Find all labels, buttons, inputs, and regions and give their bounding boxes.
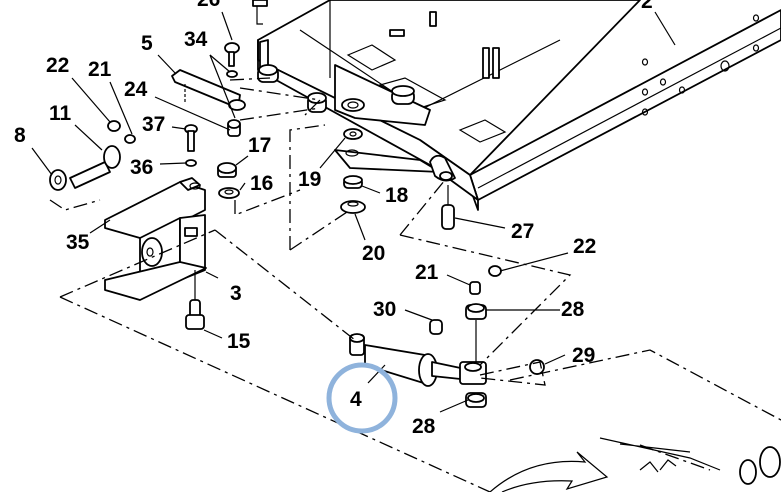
- nut-part-24: [227, 119, 241, 137]
- bushing-part-28a: [465, 303, 487, 320]
- frame-part-2: [257, 0, 781, 211]
- callout-8[interactable]: 8: [14, 124, 26, 147]
- callout-28a[interactable]: 28: [561, 298, 585, 321]
- callout-27[interactable]: 27: [511, 220, 534, 243]
- callout-3[interactable]: 3: [230, 282, 242, 305]
- pin-part-11: [69, 145, 121, 189]
- washer-part-20: [340, 200, 366, 214]
- callout-5[interactable]: 5: [141, 32, 153, 55]
- callout-26[interactable]: 26: [197, 0, 220, 11]
- callout-30[interactable]: 30: [373, 298, 396, 321]
- bolt-part-34: [224, 42, 240, 78]
- callout-4[interactable]: 4: [350, 388, 362, 411]
- mount-bushing: [257, 64, 279, 83]
- callout-2[interactable]: 2: [641, 0, 653, 13]
- pivot-plate: [334, 64, 456, 182]
- callout-36[interactable]: 36: [130, 156, 153, 179]
- callout-22[interactable]: 22: [46, 54, 69, 77]
- assembly-lines: [49, 77, 781, 492]
- callout-labels: 26 2 5 34 22 21 24 11 37 8 17 36 16 19 1…: [14, 0, 653, 438]
- callout-37[interactable]: 37: [142, 113, 165, 136]
- fitting-part-30: [429, 319, 443, 335]
- bolt-part-26: [252, 0, 268, 25]
- callout-17[interactable]: 17: [248, 134, 271, 157]
- clevis: [459, 320, 487, 385]
- washer-part-16: [218, 187, 240, 199]
- fitting-part-21b: [469, 281, 481, 295]
- nut-part-17: [217, 162, 237, 178]
- callout-18[interactable]: 18: [385, 184, 409, 207]
- washer-part-8: [49, 169, 67, 191]
- bolt-part-15: [185, 270, 205, 330]
- callout-11[interactable]: 11: [49, 102, 72, 125]
- callout-21[interactable]: 21: [88, 58, 112, 81]
- callout-35[interactable]: 35: [66, 231, 90, 254]
- callout-22b[interactable]: 22: [573, 235, 596, 258]
- callout-21b[interactable]: 21: [415, 261, 439, 284]
- leader-lines: [31, 11, 676, 413]
- callout-28b[interactable]: 28: [412, 415, 436, 438]
- callout-29[interactable]: 29: [572, 344, 595, 367]
- grease-nipple-part-22b: [488, 265, 502, 277]
- washer-part-36: [185, 159, 197, 167]
- fitting-part-27: [441, 185, 455, 230]
- bushing-part-28b: [465, 392, 487, 408]
- callout-24[interactable]: 24: [124, 78, 148, 101]
- cylinder-part-4: [349, 333, 471, 387]
- fitting-part-21a: [124, 134, 136, 144]
- callout-20[interactable]: 20: [362, 242, 385, 265]
- callout-34[interactable]: 34: [184, 28, 208, 51]
- callout-15[interactable]: 15: [227, 330, 251, 353]
- washer-part-18: [343, 175, 363, 189]
- lower-right-assembly: [489, 437, 781, 492]
- callout-19[interactable]: 19: [298, 168, 321, 191]
- highlight-ring: [326, 362, 398, 434]
- bolt-part-37: [184, 124, 198, 152]
- callout-16[interactable]: 16: [250, 172, 273, 195]
- link-arm-part-5: [171, 69, 246, 111]
- grease-nipple-part-22a: [107, 120, 121, 132]
